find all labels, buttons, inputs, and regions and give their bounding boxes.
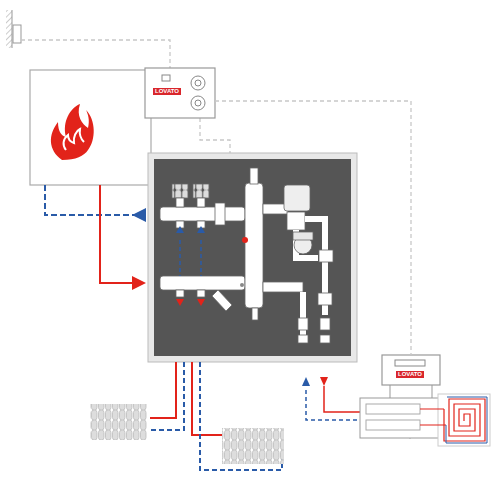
controller-box: LOVATO	[382, 355, 440, 385]
controller-box: LOVATO	[145, 68, 215, 118]
control-wire	[215, 101, 411, 355]
brand-label: LOVATO	[153, 88, 181, 95]
brand-label: LOVATO	[396, 371, 424, 378]
